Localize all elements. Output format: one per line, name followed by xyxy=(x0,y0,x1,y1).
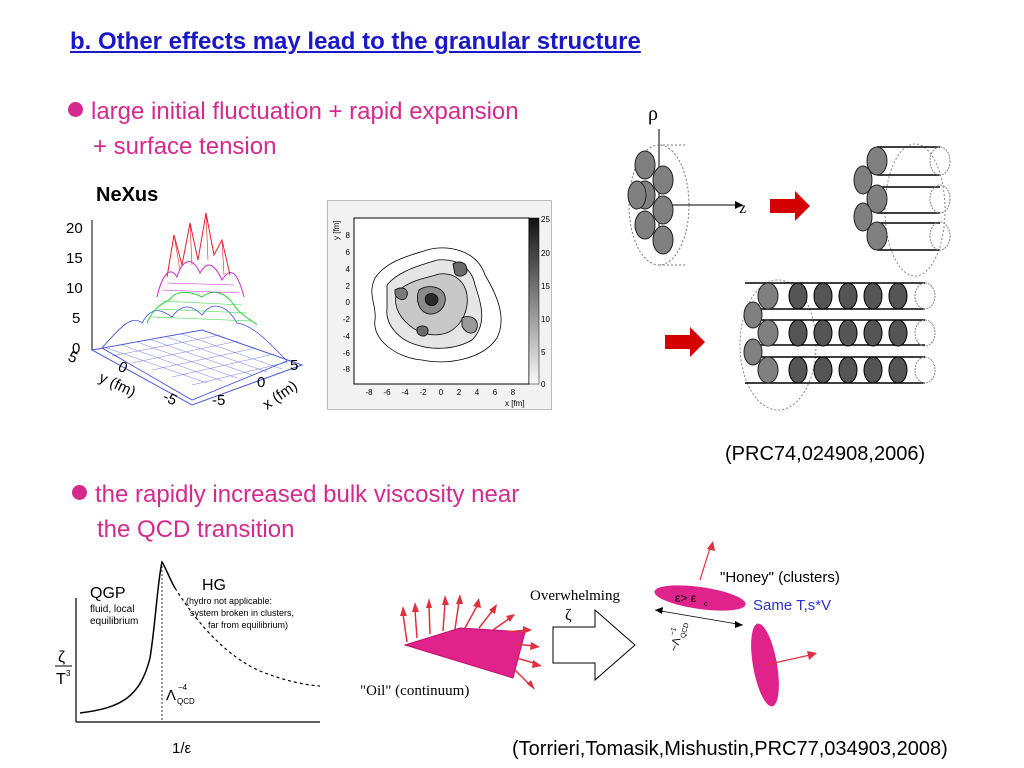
contour-x-tick: -2 xyxy=(419,388,427,397)
bullet-1-line-2: + surface tension xyxy=(93,133,277,160)
honey-label: "Honey" (clusters) xyxy=(720,569,840,586)
epsilon-label: ε> ε xyxy=(675,591,697,605)
cluster-small xyxy=(627,150,674,255)
colorbar-tick: 25 xyxy=(541,215,550,224)
contour-x-tick: -6 xyxy=(383,388,391,397)
surface-layer-high xyxy=(156,261,245,298)
surface-layer-mid xyxy=(146,291,258,326)
surface-x-tick: -5 xyxy=(212,392,225,409)
same-ts-label: Same T,s*V xyxy=(753,597,831,614)
viscosity-plot: QGP fluid, local equilibrium HG (hydro n… xyxy=(55,560,321,757)
surface-x-tick: 0 xyxy=(257,374,265,391)
bullet-2-line-2: the QCD transition xyxy=(97,516,295,543)
rho-label: ρ xyxy=(648,103,658,125)
surface-layer-low xyxy=(101,305,288,401)
qgp-label: QGP xyxy=(90,585,126,602)
overwhelming-zeta: ζ xyxy=(565,607,572,624)
bullet-1-line-1: large initial fluctuation + rapid expans… xyxy=(91,98,519,125)
colorbar-tick: 10 xyxy=(541,315,550,324)
lambda-exponent: −4 xyxy=(178,683,188,692)
contour-x-tick: -4 xyxy=(401,388,409,397)
hg-note: (hydro not applicable: xyxy=(186,596,272,606)
nexus-label: NeXus xyxy=(96,184,159,206)
surface-z-tick: 5 xyxy=(72,310,80,327)
citation-1: (PRC74,024908,2006) xyxy=(725,443,926,465)
colorbar-tick: 20 xyxy=(541,249,550,258)
surface-x-label: x (fm) xyxy=(260,377,301,413)
arrow-right-icon-1 xyxy=(770,191,810,221)
contour-y-tick: -6 xyxy=(343,349,351,358)
bullet-dot-icon xyxy=(72,485,87,500)
arrow-right-icon-2 xyxy=(665,327,705,357)
surface-plot: 20 15 10 5 0 y (fm) -5 0 5 -5 0 5 x (fm) xyxy=(65,212,304,413)
overwhelming-arrow-icon xyxy=(552,608,636,682)
contour-y-tick: -2 xyxy=(343,315,351,324)
colorbar-tick: 0 xyxy=(541,380,546,389)
contour-x-tick: 8 xyxy=(511,388,516,397)
contour-y-label: y [fm] xyxy=(332,220,341,240)
surface-z-tick: 10 xyxy=(66,280,83,297)
epsilon-subscript: c xyxy=(704,601,708,608)
hg-note: system broken in clusters, xyxy=(190,608,294,618)
cluster-large xyxy=(739,279,936,411)
surface-mesh xyxy=(106,333,293,386)
qgp-note: equilibrium xyxy=(90,616,138,627)
contour-y-tick: 0 xyxy=(346,298,351,307)
contour-lines xyxy=(371,247,502,363)
tube-diagram: ρ z xyxy=(627,103,951,411)
zeta-label: ζ xyxy=(58,649,65,666)
bullet-2-line-1: the rapidly increased bulk viscosity nea… xyxy=(95,481,520,508)
viscosity-x-label: 1/ε xyxy=(172,740,192,757)
viscosity-curve-qgp xyxy=(79,560,176,714)
hg-label: HG xyxy=(202,577,226,594)
overwhelming-label: Overwhelming xyxy=(530,588,620,604)
slide-title: b. Other effects may lead to the granula… xyxy=(70,28,641,55)
contour-y-tick: 2 xyxy=(346,282,351,291)
surface-y-tick: -5 xyxy=(160,388,179,409)
qgp-note: fluid, local xyxy=(90,604,134,615)
lambda-qcd-label: ~Λ xyxy=(668,636,683,653)
contour-x-tick: 6 xyxy=(493,388,498,397)
colorbar-tick: 15 xyxy=(541,282,550,291)
contour-y-tick: 4 xyxy=(346,265,351,274)
citation-2: (Torrieri,Tomasik,Mishustin,PRC77,034903… xyxy=(512,738,948,760)
surface-x-tick: 5 xyxy=(290,357,298,374)
contour-colorbar xyxy=(528,217,540,385)
contour-y-tick: 6 xyxy=(346,248,351,257)
lambda-subscript: QCD xyxy=(177,697,195,706)
contour-plot: y [fm] 8 6 4 2 0 -2 -4 -6 -8 -8 -6 -4 -2… xyxy=(327,200,552,410)
contour-x-label: x [fm] xyxy=(505,399,525,408)
lambda-qcd-subscript: QCD xyxy=(680,622,691,639)
contour-x-tick: 2 xyxy=(457,388,462,397)
oil-honey-diagram: "Oil" (continuum) Overwhelming ζ ε> ε c … xyxy=(360,541,840,707)
oil-continuum xyxy=(400,594,542,690)
bullet-2: the rapidly increased bulk viscosity nea… xyxy=(72,477,519,547)
colorbar-tick: 5 xyxy=(541,348,546,357)
contour-y-tick: -4 xyxy=(343,332,351,341)
contour-x-tick: 0 xyxy=(439,388,444,397)
contour-y-tick: -8 xyxy=(343,365,351,374)
t3-exponent: 3 xyxy=(66,669,71,678)
z-label: z xyxy=(739,200,746,217)
bullet-dot-icon xyxy=(68,102,83,117)
surface-z-tick: 20 xyxy=(66,220,83,237)
surface-peaks xyxy=(166,212,231,278)
honey-clusters xyxy=(654,541,817,707)
lambda-label: Λ xyxy=(166,687,176,704)
contour-y-tick: 8 xyxy=(346,231,351,240)
surface-y-tick: 5 xyxy=(65,348,80,367)
viscosity-curve-hg xyxy=(174,587,321,687)
contour-x-tick: -8 xyxy=(365,388,373,397)
contour-x-tick: 4 xyxy=(475,388,480,397)
surface-base xyxy=(90,329,304,406)
t3-label: T xyxy=(56,671,66,688)
surface-y-tick: 0 xyxy=(115,358,130,377)
oil-label: "Oil" (continuum) xyxy=(360,683,469,699)
surface-z-tick: 0 xyxy=(72,340,80,357)
cluster-medium xyxy=(853,143,951,277)
hg-note: far from equilibrium) xyxy=(208,620,288,630)
lambda-qcd-exponent: −1 xyxy=(669,627,678,637)
bullet-1: large initial fluctuation + rapid expans… xyxy=(68,94,519,164)
surface-z-tick: 15 xyxy=(66,250,83,267)
